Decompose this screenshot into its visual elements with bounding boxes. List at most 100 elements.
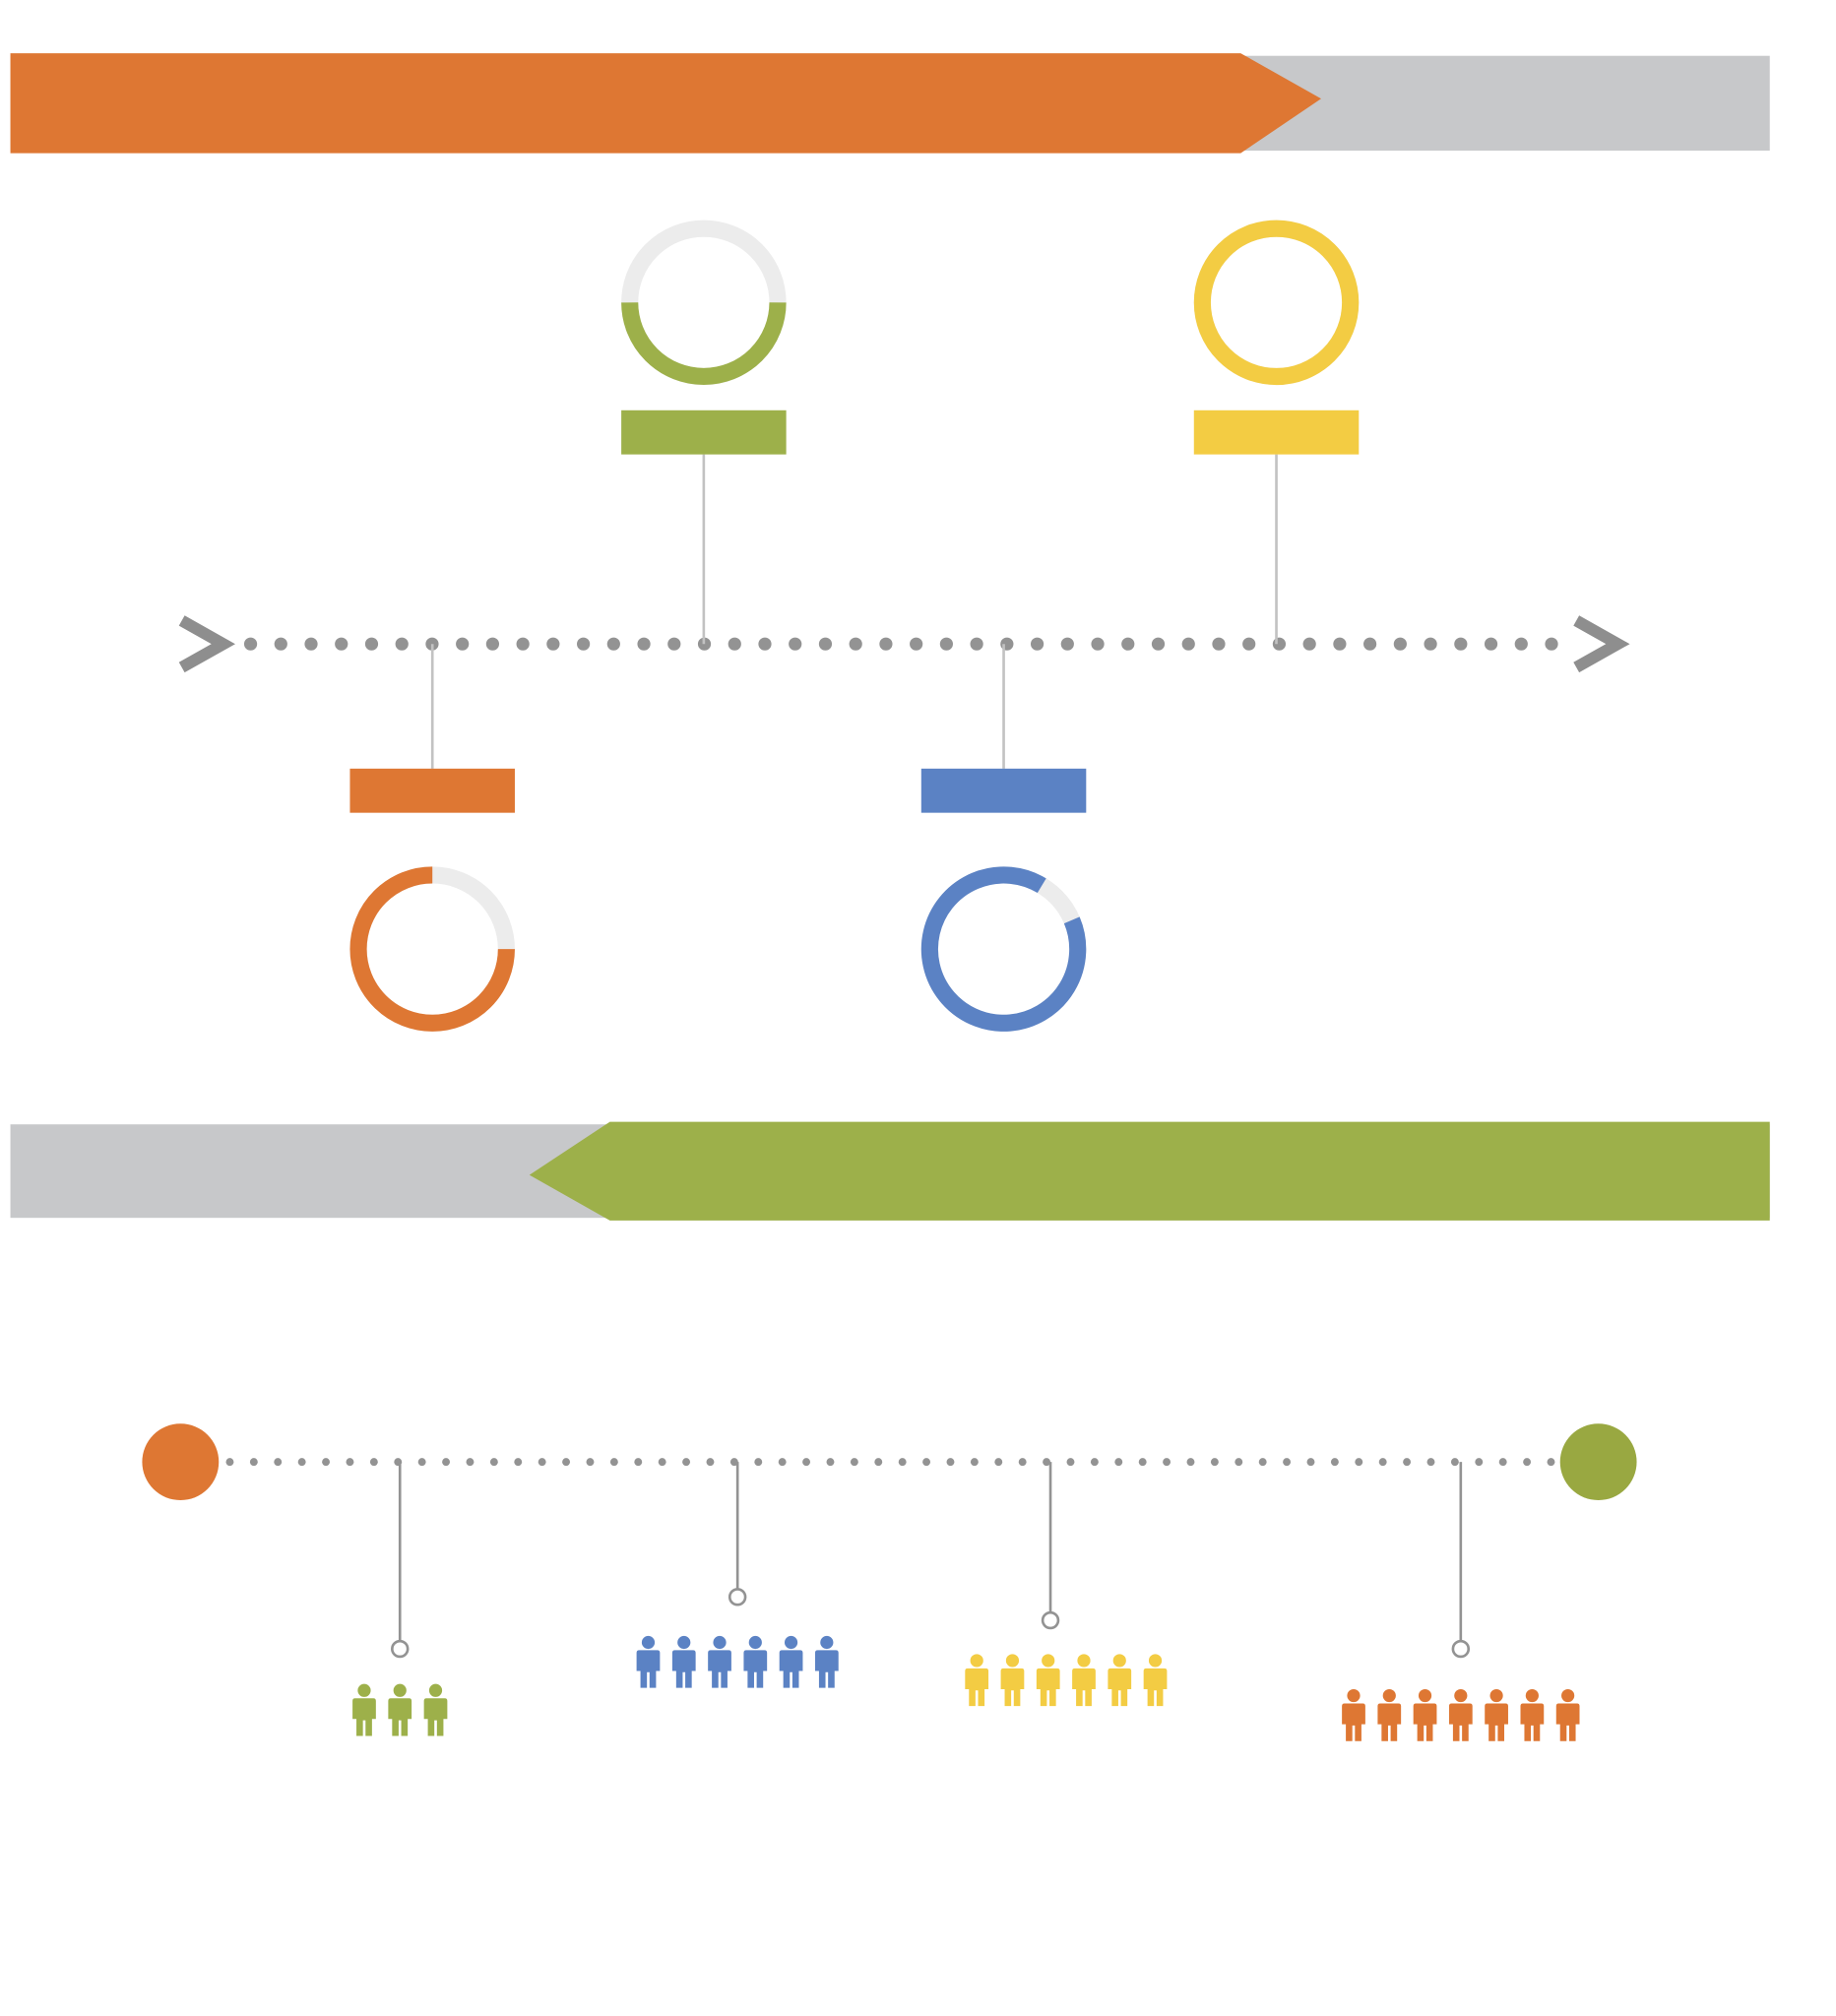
timeline-dot xyxy=(417,1458,426,1467)
timeline-dot xyxy=(939,637,953,651)
timeline-dot xyxy=(1138,1458,1147,1467)
chevron-right-icon xyxy=(178,615,235,673)
timeline-dot xyxy=(346,1458,354,1467)
timeline-dot xyxy=(1454,637,1468,651)
timeline-dot xyxy=(466,1458,475,1467)
timeline-dot xyxy=(634,1458,643,1467)
timeline-dot xyxy=(667,637,681,651)
ring-progress xyxy=(1193,220,1360,386)
timeline-dot xyxy=(546,637,560,651)
timeline-dot xyxy=(802,1458,811,1467)
person-icon xyxy=(743,1635,768,1688)
timeline-dot xyxy=(1186,1458,1195,1467)
person-icon xyxy=(423,1683,448,1736)
timeline-dot xyxy=(879,637,893,651)
person-icon xyxy=(1377,1688,1402,1741)
timeline-dot xyxy=(1030,637,1045,651)
people-timeline xyxy=(142,1423,1637,1741)
milestone-timeline xyxy=(178,220,1630,1032)
people-group-4 xyxy=(1342,1462,1580,1741)
milestone-label-box xyxy=(920,768,1087,813)
timeline-dot xyxy=(898,1458,907,1467)
timeline-start-dot xyxy=(142,1423,220,1501)
person-icon xyxy=(1342,1688,1365,1741)
timeline-dot xyxy=(658,1458,666,1467)
timeline-dot xyxy=(1355,1458,1363,1467)
timeline-dot xyxy=(1066,1458,1075,1467)
timeline-dot xyxy=(1306,1458,1315,1467)
bottom-progress-bar xyxy=(10,1121,1770,1221)
timeline-dot xyxy=(369,1458,378,1467)
person-icon xyxy=(1448,1688,1473,1741)
timeline-dot xyxy=(758,637,772,651)
person-icon xyxy=(671,1635,696,1688)
timeline-dot xyxy=(778,1458,787,1467)
milestone-label-box xyxy=(1193,410,1360,455)
timeline-dot xyxy=(970,637,983,651)
timeline-dot xyxy=(586,1458,595,1467)
person-icon xyxy=(1000,1654,1025,1707)
timeline-dot xyxy=(562,1458,571,1467)
timeline-dot xyxy=(818,637,833,651)
timeline-dot xyxy=(1330,1458,1339,1467)
timeline-dot xyxy=(850,1458,858,1467)
timeline-dot xyxy=(874,1458,883,1467)
connector-end-circle xyxy=(1041,1610,1060,1630)
person-icon xyxy=(352,1683,376,1736)
people-groups xyxy=(352,1462,1580,1741)
timeline-dot xyxy=(1523,1458,1532,1467)
timeline-dot xyxy=(609,1458,618,1467)
people-group-1 xyxy=(352,1462,448,1736)
timeline-dot xyxy=(1163,1458,1171,1467)
timeline-dot xyxy=(1091,637,1105,651)
person-icon xyxy=(1108,1654,1132,1707)
timeline-dot xyxy=(364,637,379,651)
milestone-label-box xyxy=(621,410,787,455)
timeline-dot xyxy=(1403,1458,1412,1467)
timeline-dot xyxy=(826,1458,835,1467)
timeline-dot xyxy=(754,1458,763,1467)
people-group-3 xyxy=(965,1462,1168,1707)
timeline-dot xyxy=(489,1458,498,1467)
timeline-dot xyxy=(1151,637,1166,651)
timeline-dot xyxy=(1235,1458,1243,1467)
milestone-timeline-dots xyxy=(243,637,1558,651)
person-icon xyxy=(1072,1654,1096,1707)
timeline-dot xyxy=(1181,637,1195,651)
connector-end-circle xyxy=(1451,1639,1471,1659)
timeline-dot xyxy=(1475,1458,1484,1467)
timeline-dot xyxy=(606,637,620,651)
timeline-dot xyxy=(538,1458,546,1467)
timeline-dot xyxy=(1333,637,1347,651)
timeline-dot xyxy=(1498,1458,1507,1467)
timeline-dot xyxy=(456,637,470,651)
timeline-dot xyxy=(335,637,348,651)
timeline-dot xyxy=(297,1458,306,1467)
top-progress-fill xyxy=(10,53,1322,154)
timeline-dot xyxy=(728,637,741,651)
timeline-dot xyxy=(1545,637,1558,651)
timeline-dot xyxy=(1212,637,1226,651)
timeline-dot xyxy=(706,1458,715,1467)
timeline-dot xyxy=(789,637,802,651)
timeline-dot xyxy=(442,1458,451,1467)
timeline-dot xyxy=(1302,637,1316,651)
timeline-dot xyxy=(994,1458,1003,1467)
person-icon xyxy=(636,1635,661,1688)
timeline-dot xyxy=(274,637,287,651)
ring-progress xyxy=(621,302,787,385)
person-icon xyxy=(1036,1654,1060,1707)
timeline-dot xyxy=(516,637,530,651)
connector-end-circle xyxy=(391,1639,410,1659)
timeline-dot xyxy=(849,637,862,651)
timeline-dot xyxy=(1514,637,1528,651)
timeline-dot xyxy=(922,1458,931,1467)
timeline-dot xyxy=(910,637,923,651)
timeline-dot xyxy=(322,1458,331,1467)
timeline-dot xyxy=(1363,637,1377,651)
timeline-dot xyxy=(946,1458,955,1467)
timeline-dot xyxy=(425,637,439,651)
timeline-dot xyxy=(1484,637,1498,651)
person-icon xyxy=(1520,1688,1545,1741)
